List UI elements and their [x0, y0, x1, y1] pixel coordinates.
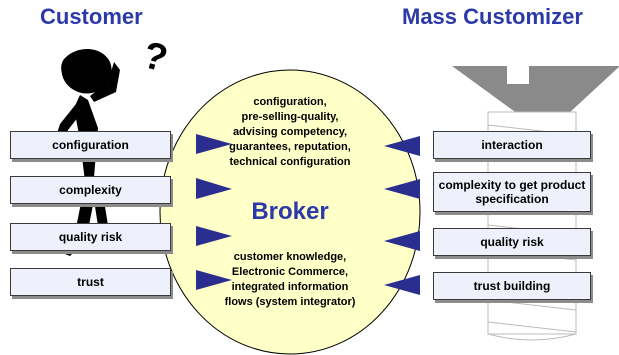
broker-top-line: pre-selling-quality, [241, 111, 339, 123]
customizer-item-interaction: interaction [433, 131, 591, 159]
customer-item-complexity: complexity [10, 176, 171, 204]
customizer-item-complexity: complexity to get product specification [433, 172, 591, 212]
customer-item-quality-risk: quality risk [10, 223, 171, 251]
broker-top-line: technical configuration [229, 156, 351, 168]
arrow-left-icon [384, 136, 420, 156]
broker-label: Broker [251, 198, 329, 225]
customizer-item-quality-risk: quality risk [433, 228, 591, 256]
broker-bottom-text: customer knowledge, Electronic Commerce,… [205, 250, 375, 310]
broker-bottom-line: Electronic Commerce, [231, 266, 349, 278]
broker-bottom-line: flows (system integrator) [224, 296, 356, 308]
broker-bottom-line: integrated information [231, 281, 349, 293]
customizer-item-trust-building: trust building [433, 272, 591, 300]
customer-title: Customer [40, 4, 143, 29]
arrow-right-icon [196, 134, 232, 154]
broker-top-text: configuration, pre-selling-quality, advi… [205, 95, 375, 170]
arrow-right-icon [196, 178, 232, 199]
broker-top-line: configuration, [253, 96, 327, 108]
broker-bottom-line: customer knowledge, [233, 251, 347, 263]
arrow-left-icon [384, 231, 420, 251]
customer-arrows [196, 134, 232, 290]
arrow-right-icon [196, 226, 232, 246]
mass-customizer-title: Mass Customizer [402, 4, 583, 29]
arrow-right-icon [196, 270, 232, 290]
customizer-arrows [384, 136, 420, 295]
arrow-left-icon [384, 275, 420, 295]
customer-item-trust: trust [10, 268, 171, 296]
broker-top-line: advising competency, [232, 126, 348, 138]
broker-top-line: guarantees, reputation, [229, 141, 351, 153]
customer-item-configuration: configuration [10, 131, 171, 159]
arrow-left-icon [384, 179, 420, 199]
broker-ellipse [159, 69, 421, 355]
question-mark: ? [139, 34, 172, 81]
